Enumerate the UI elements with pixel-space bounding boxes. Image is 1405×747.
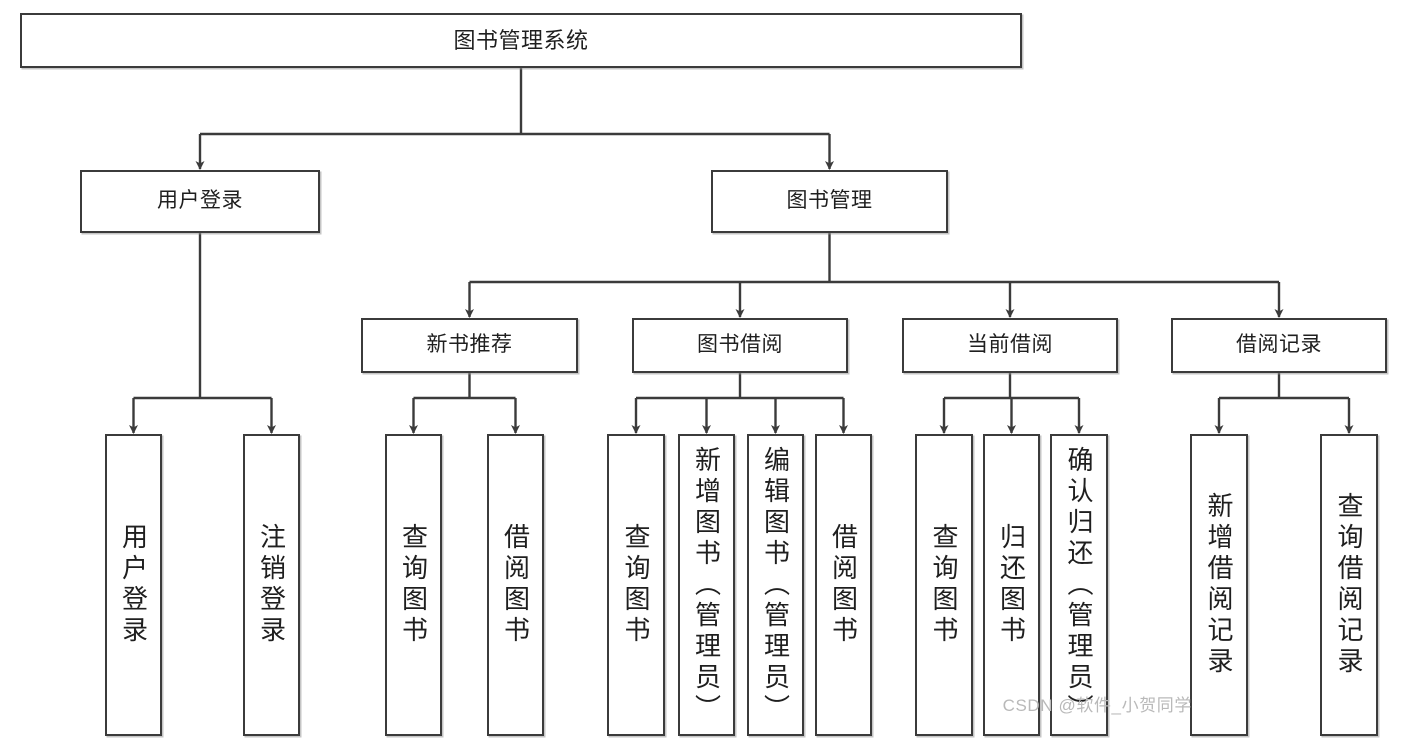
node-label: 新书推荐 [426, 333, 513, 357]
node-current-borrow[interactable]: 当前借阅 [902, 318, 1118, 373]
node-label: 借阅图书 [500, 523, 531, 647]
node-label: 借阅记录 [1236, 333, 1322, 357]
node-leaf-cb-query[interactable]: 查询图书 [915, 434, 973, 736]
node-label: 用户登录 [157, 189, 243, 213]
node-leaf-user-logout[interactable]: 注销登录 [243, 434, 300, 736]
edge-layer [129, 68, 1354, 434]
node-label: 归还图书 [996, 523, 1027, 647]
node-label: 确认归还（管理员） [1064, 445, 1094, 725]
node-leaf-rec-borrow[interactable]: 借阅图书 [487, 434, 544, 736]
node-label: 图书管理系统 [453, 27, 589, 53]
node-leaf-cb-return[interactable]: 归还图书 [983, 434, 1040, 736]
node-leaf-user-login[interactable]: 用户登录 [105, 434, 162, 736]
node-book-borrow[interactable]: 图书借阅 [632, 318, 848, 373]
node-label: 新增图书（管理员） [691, 445, 722, 725]
node-label: 用户登录 [118, 523, 149, 647]
node-label: 编辑图书（管理员） [760, 445, 791, 725]
node-leaf-bb-add[interactable]: 新增图书（管理员） [678, 434, 735, 736]
node-label: 查询图书 [929, 523, 959, 647]
node-root[interactable]: 图书管理系统 [20, 13, 1022, 68]
node-leaf-br-query[interactable]: 查询借阅记录 [1320, 434, 1378, 736]
node-label: 查询图书 [398, 523, 429, 647]
node-leaf-bb-borrow[interactable]: 借阅图书 [815, 434, 872, 736]
node-label: 查询图书 [621, 523, 651, 647]
node-label: 图书管理 [786, 189, 873, 213]
node-new-book-rec[interactable]: 新书推荐 [361, 318, 578, 373]
node-borrow-record[interactable]: 借阅记录 [1171, 318, 1387, 373]
node-leaf-cb-confirm[interactable]: 确认归还（管理员） [1050, 434, 1108, 736]
node-label: 当前借阅 [967, 333, 1053, 357]
node-label: 借阅图书 [828, 523, 859, 647]
node-leaf-rec-query[interactable]: 查询图书 [385, 434, 442, 736]
node-leaf-bb-edit[interactable]: 编辑图书（管理员） [747, 434, 804, 736]
node-leaf-br-add[interactable]: 新增借阅记录 [1190, 434, 1248, 736]
csdn-watermark: CSDN @软件_小贺同学 [1002, 696, 1192, 715]
node-label: 新增借阅记录 [1204, 492, 1234, 678]
node-label: 注销登录 [256, 523, 287, 647]
node-label: 查询借阅记录 [1334, 492, 1364, 678]
node-label: 图书借阅 [697, 333, 783, 357]
node-book-manage[interactable]: 图书管理 [711, 170, 948, 233]
node-user-login[interactable]: 用户登录 [80, 170, 320, 233]
node-leaf-bb-query[interactable]: 查询图书 [607, 434, 665, 736]
